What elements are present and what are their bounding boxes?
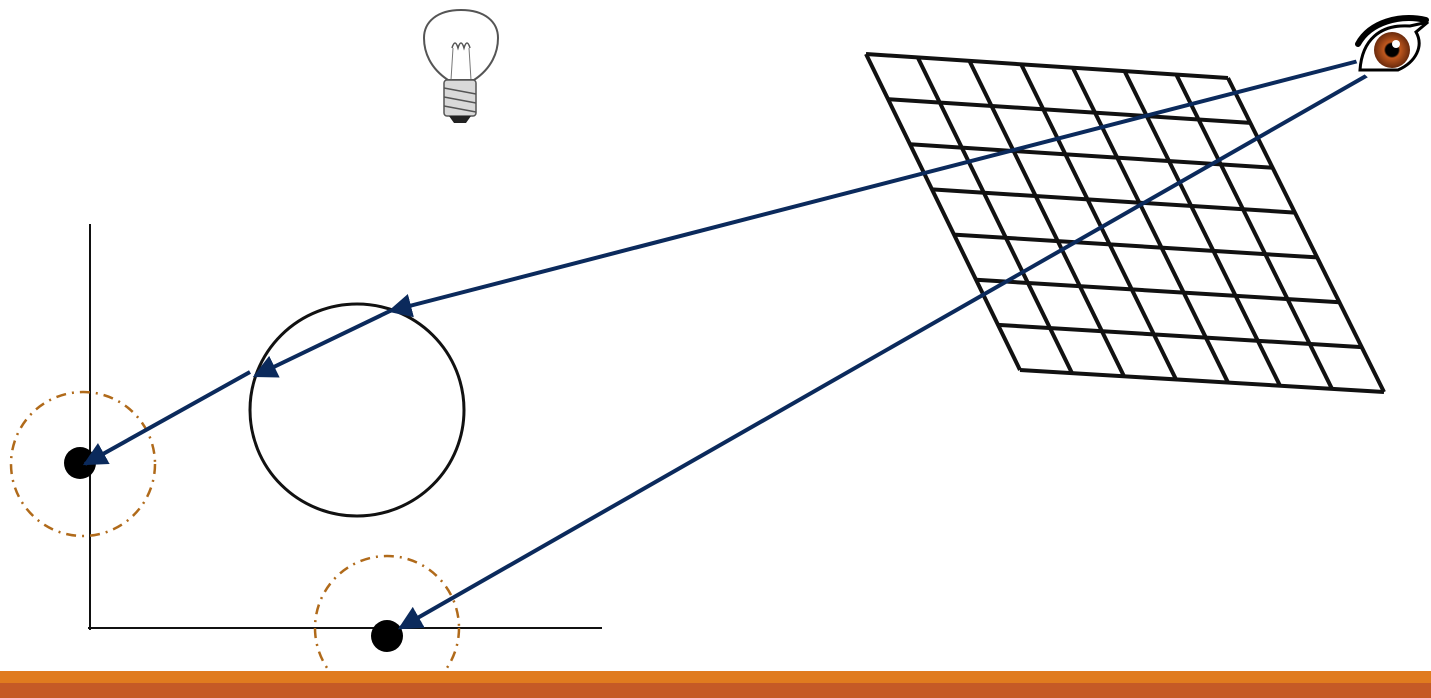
grid-row-line [1019,368,1385,394]
rays [82,56,1381,630]
grid-row-line [997,322,1362,350]
grid-column-line [915,56,1074,375]
grid-row-line [975,277,1340,305]
image-plane-grid [864,52,1386,394]
sample-region-bottom [313,554,461,698]
hit-point [371,620,403,652]
secondary-ray [82,370,251,466]
hit-point [64,447,96,479]
grid-column-line [1174,73,1334,390]
grid-row-line [953,232,1318,260]
primary-ray-lower [397,66,1381,630]
grid-row-line [865,52,1229,80]
coordinate-axes [88,224,602,630]
grid-column-line [1122,70,1282,387]
grid-column-line [1226,77,1386,393]
primary-ray-upper [387,56,1371,318]
grid-column-line [1019,63,1178,381]
grid-column-line [1071,66,1230,384]
light-bulb-icon [422,8,500,123]
footer-accent-stripe [0,671,1431,683]
sampling-circle [313,554,461,698]
sample-region-left [9,390,157,538]
sampling-circle [9,390,157,538]
sphere [248,302,466,518]
refracted-ray [252,309,391,378]
grid-row-line [931,187,1295,215]
grid-column-line [864,53,1022,371]
eye-icon [1354,10,1430,86]
grid-column-line [967,59,1126,378]
grid-row-line [887,97,1251,125]
